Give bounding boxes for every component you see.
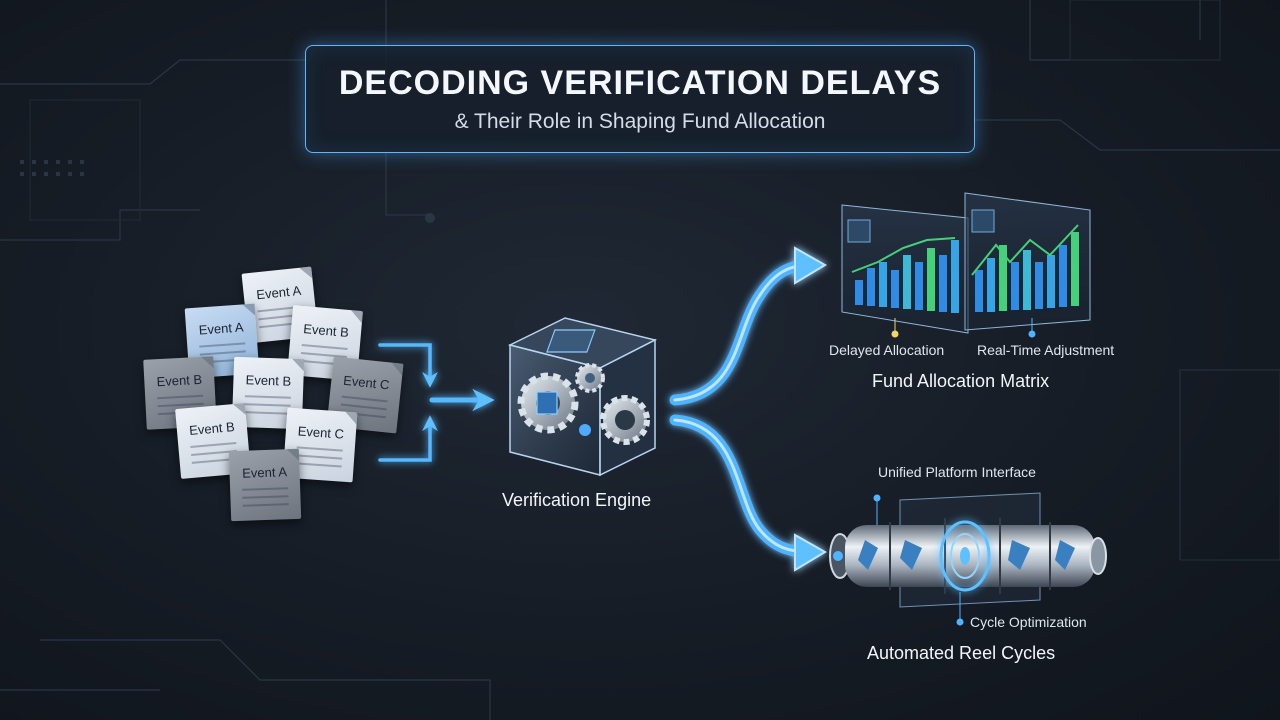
doc-text-line xyxy=(296,454,342,459)
page-title: DECODING VERIFICATION DELAYS xyxy=(306,64,974,103)
verification-engine-cube xyxy=(510,318,655,475)
title-box: DECODING VERIFICATION DELAYS & Their Rol… xyxy=(305,45,975,153)
real-time-adjustment-label: Real-Time Adjustment xyxy=(977,342,1114,358)
doc-text-line xyxy=(342,396,388,402)
doc-text-line xyxy=(190,442,236,448)
doc-text-line xyxy=(245,403,291,406)
verification-engine-label: Verification Engine xyxy=(502,490,651,511)
event-document-label: Event B xyxy=(233,372,303,389)
doc-text-line xyxy=(243,503,289,506)
doc-fold-icon xyxy=(287,449,299,461)
doc-text-line xyxy=(158,403,204,407)
doc-fold-icon xyxy=(292,359,304,371)
event-document-label: Event C xyxy=(331,371,402,393)
event-document: Event A xyxy=(229,449,301,521)
event-document-label: Event B xyxy=(176,418,247,439)
doc-fold-icon xyxy=(345,412,358,425)
doc-text-line xyxy=(244,411,290,414)
doc-text-line xyxy=(242,495,288,498)
doc-fold-icon xyxy=(390,363,403,376)
page-subtitle: & Their Role in Shaping Fund Allocation xyxy=(306,110,974,134)
doc-fold-icon xyxy=(350,310,363,323)
doc-text-line xyxy=(297,446,343,451)
doc-text-line xyxy=(242,487,288,490)
event-document-label: Event A xyxy=(243,281,314,303)
event-document-label: Event C xyxy=(285,423,356,443)
event-document-label: Event A xyxy=(229,464,299,481)
event-document-label: Event B xyxy=(291,320,362,341)
automated-reel-cycles-label: Automated Reel Cycles xyxy=(867,643,1055,664)
doc-fold-icon xyxy=(243,304,256,317)
doc-fold-icon xyxy=(201,356,214,369)
doc-text-line xyxy=(302,344,348,350)
event-document-label: Event A xyxy=(186,319,257,339)
doc-text-line xyxy=(157,395,203,399)
fund-allocation-matrix xyxy=(842,193,1090,338)
delayed-allocation-label: Delayed Allocation xyxy=(829,342,944,358)
doc-text-line xyxy=(199,342,245,347)
doc-text-line xyxy=(245,395,291,398)
reel-cycles-drum xyxy=(830,493,1106,626)
doc-fold-icon xyxy=(233,403,246,416)
doc-text-line xyxy=(296,462,342,467)
doc-fold-icon xyxy=(299,267,312,280)
event-document-label: Event B xyxy=(144,371,215,390)
cycle-optimization-label: Cycle Optimization xyxy=(970,614,1087,630)
unified-platform-interface-label: Unified Platform Interface xyxy=(878,464,1036,480)
doc-text-line xyxy=(341,404,387,410)
output-arrows xyxy=(675,248,825,570)
doc-text-line xyxy=(200,350,246,355)
fund-allocation-matrix-label: Fund Allocation Matrix xyxy=(872,371,1049,392)
